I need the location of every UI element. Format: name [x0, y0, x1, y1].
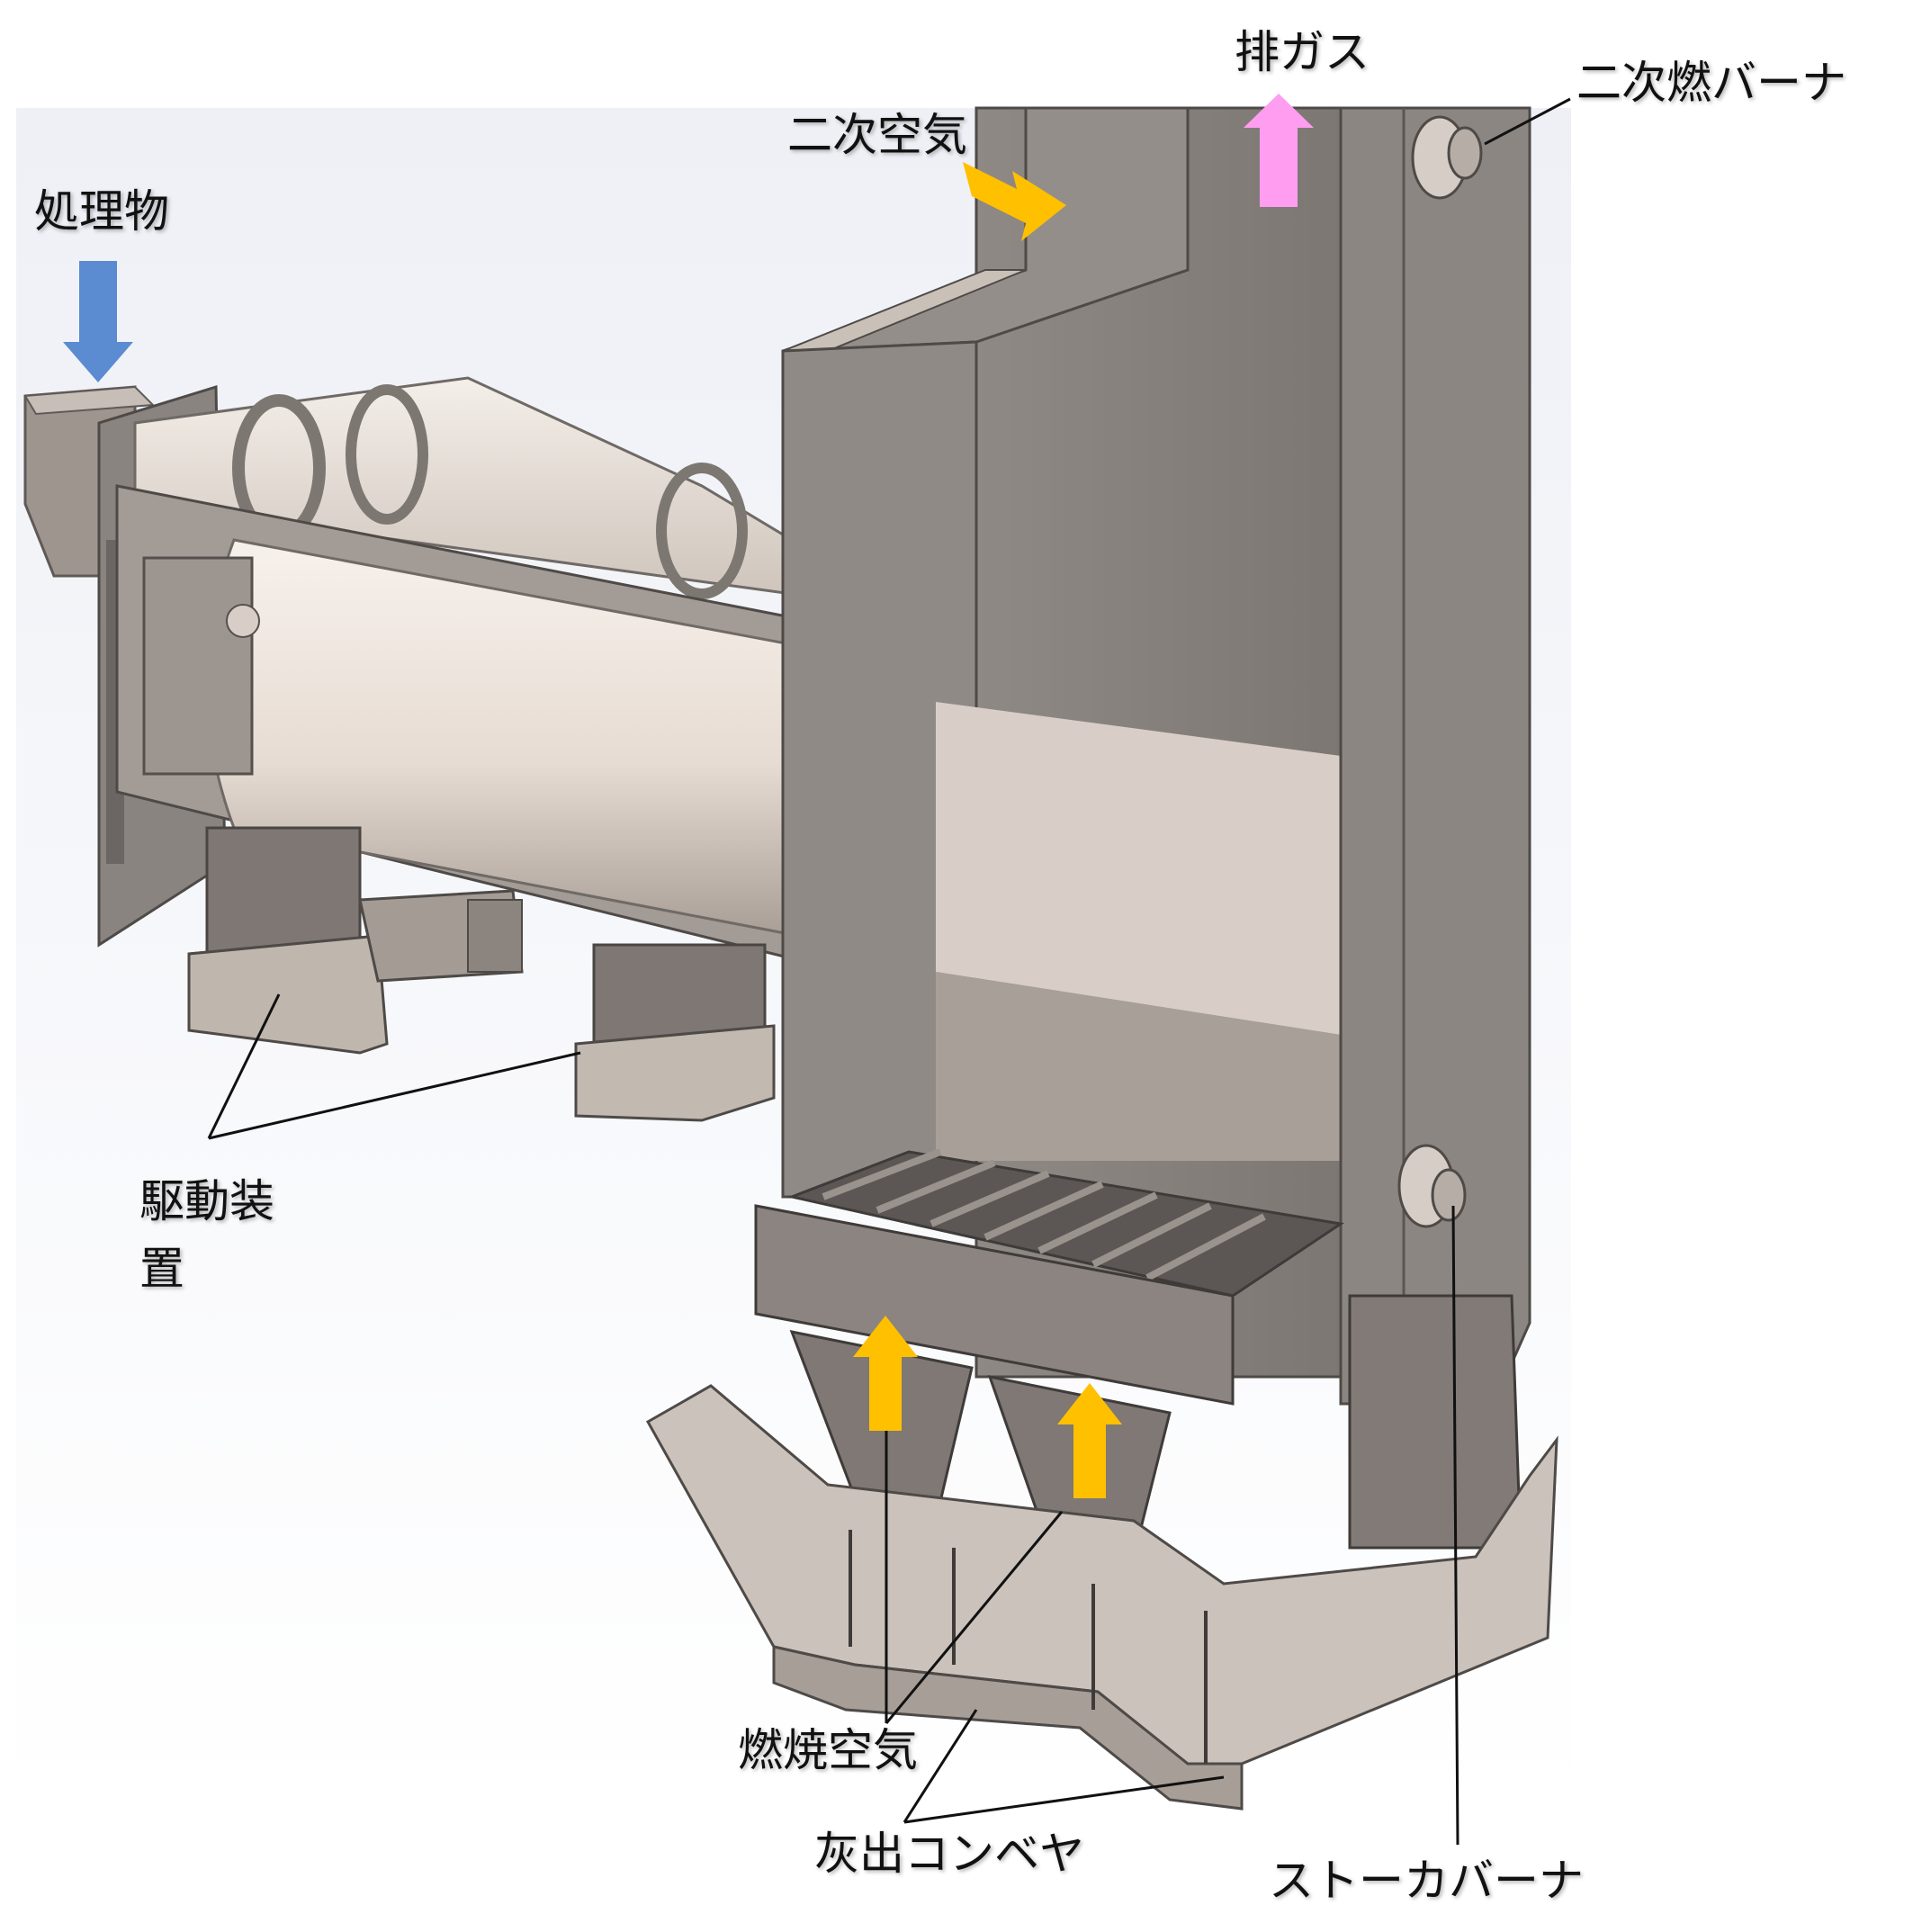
leader-stoker-burner	[1451, 1205, 1459, 1846]
label-combustion-air: 燃焼空気	[738, 1724, 918, 1776]
stoker-grate	[754, 1148, 1522, 1559]
drive-unit-right	[574, 943, 776, 1122]
material-in-arrow	[63, 261, 133, 382]
leader-drive-unit-b	[208, 1051, 581, 1140]
leader-drive-unit-a	[207, 993, 281, 1139]
combustion-air-arrow-2	[1057, 1383, 1122, 1498]
stoker-burner-nozzle	[1397, 1144, 1467, 1228]
drive-unit-left	[187, 826, 524, 1055]
label-drive-unit-line2: 置	[139, 1243, 184, 1295]
kiln-drive-units	[187, 826, 776, 1122]
label-ash-conveyor: 灰出コンベヤ	[814, 1828, 1084, 1880]
furnace-interior-band	[936, 702, 1341, 1035]
exhaust-gas-arrow	[1244, 94, 1314, 207]
grate-frame	[754, 1204, 1235, 1406]
leader-ash-conveyor-b	[903, 1775, 1225, 1824]
ash-conveyor	[645, 1384, 1558, 1811]
secondary-air-arrow	[963, 162, 1066, 241]
leader-combustion-air-b	[885, 1511, 1064, 1724]
label-secondary-burner: 二次燃バーナ	[1576, 57, 1846, 109]
grate-side-block	[1348, 1294, 1522, 1550]
label-material-in: 処理物	[34, 185, 169, 238]
leader-ash-conveyor-a	[903, 1709, 978, 1823]
leader-lines	[207, 97, 1571, 1846]
leader-secondary-burner	[1484, 97, 1571, 146]
combustion-air-arrow-1	[853, 1316, 918, 1431]
label-exhaust-gas: 排ガス	[1235, 26, 1370, 78]
label-stoker-burner: ストーカバーナ	[1269, 1855, 1584, 1907]
secondary-burner-nozzle	[1411, 115, 1483, 200]
label-secondary-air: 二次空気	[787, 109, 967, 161]
furnace-tower	[781, 106, 1531, 1406]
label-drive-unit-line1: 駆動装	[139, 1175, 274, 1227]
